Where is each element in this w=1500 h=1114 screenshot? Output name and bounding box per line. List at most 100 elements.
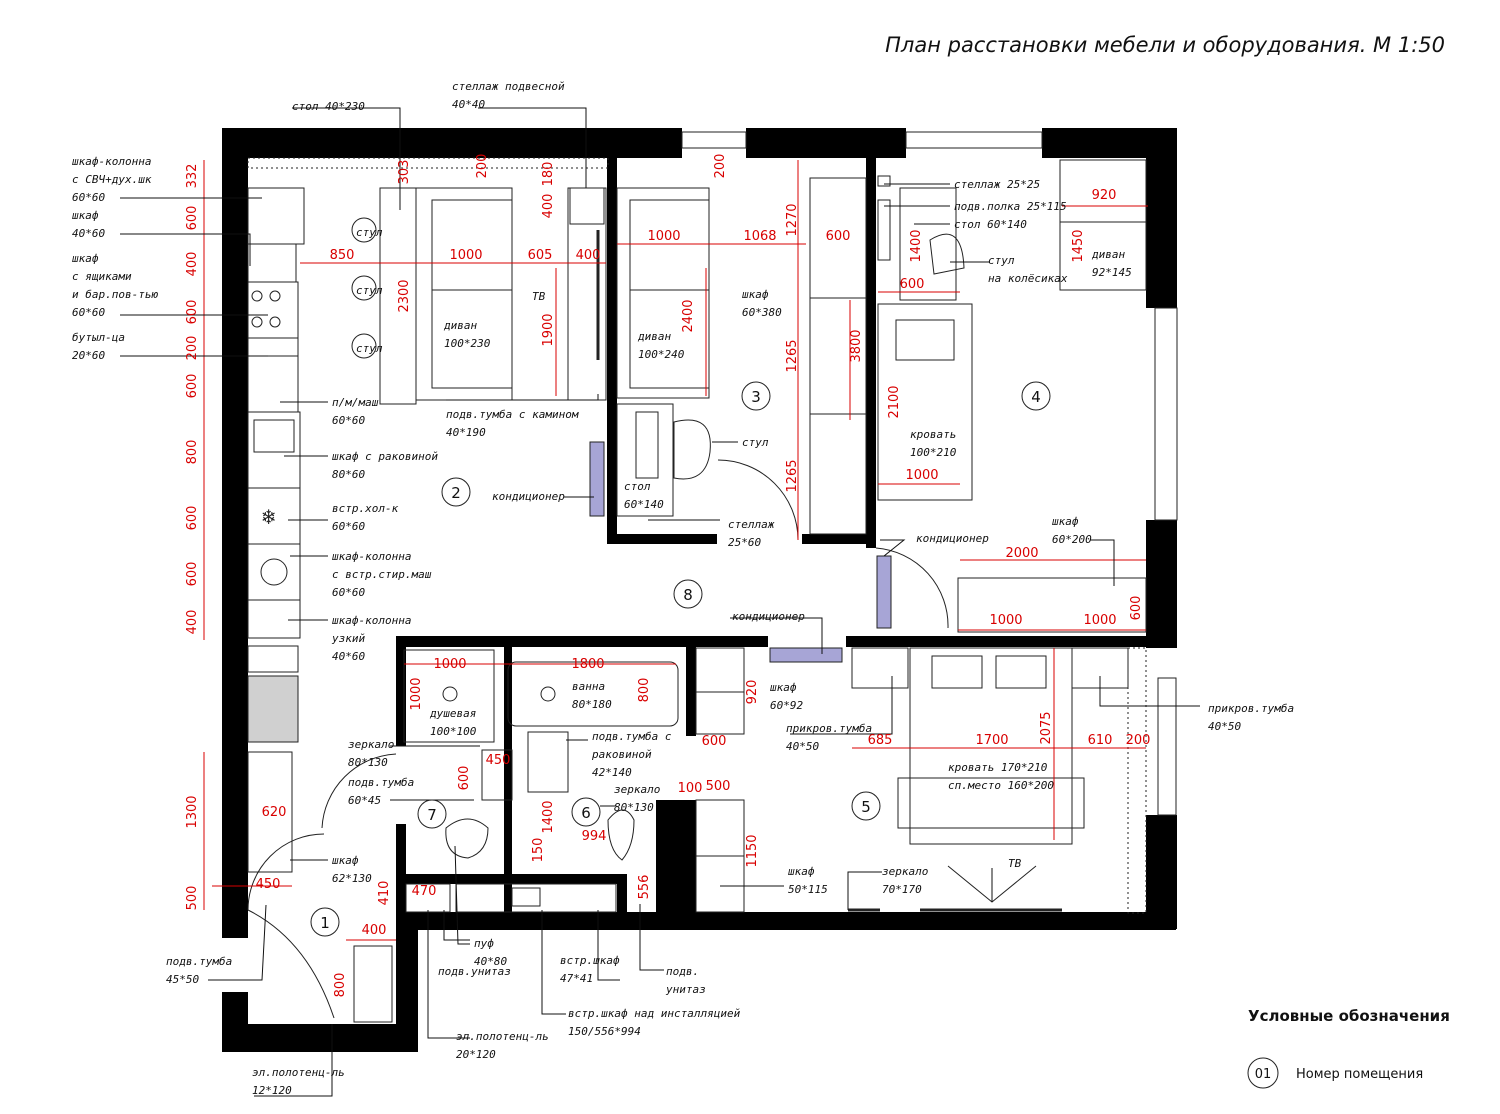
furniture-label-line: шкаф с раковиной (332, 450, 438, 463)
dimension-value: 450 (486, 753, 511, 768)
furniture: ❄ (247, 159, 1147, 1023)
furniture-label-line: стеллаж 25*25 (954, 178, 1040, 191)
dimension-value: 600 (185, 562, 200, 587)
furniture-label-line: с ящиками (72, 270, 132, 283)
furniture-label-line: шкаф (788, 865, 815, 878)
furniture-label: кондиционер (916, 532, 989, 545)
furniture-label-line: 40*80 (474, 955, 507, 968)
furniture-label: стул (356, 342, 383, 355)
dimension-value: 400 (362, 923, 387, 938)
furniture-label-line: зеркало (882, 865, 928, 878)
dimension-value: 1270 (785, 203, 800, 236)
furniture-label-line: 80*180 (572, 698, 612, 711)
furniture-label-line: кровать 170*210 (948, 761, 1048, 774)
furniture-label: стул (742, 436, 769, 449)
furniture-label-line: 20*60 (72, 349, 105, 362)
plan-title: План расстановки мебели и оборудования. … (885, 33, 1445, 57)
furniture-label-line: 60*45 (348, 794, 381, 807)
furniture-label: подв.унитаз (438, 965, 511, 978)
furniture-label-line: ТВ (532, 290, 546, 303)
dimension-value: 1800 (571, 657, 604, 672)
furniture-label-line: стол 60*140 (954, 218, 1027, 231)
dimension-value: 410 (377, 881, 392, 906)
furniture-label-line: 40*40 (452, 98, 485, 111)
room-number: 6 (581, 804, 591, 822)
furniture-label-line: 80*130 (614, 801, 654, 814)
furniture-label-line: кондиционер (916, 532, 989, 545)
dimension-value: 2100 (887, 385, 902, 418)
dimension-value: 850 (330, 248, 355, 263)
furniture-label-line: п/м/маш (332, 396, 379, 409)
furniture-label-line: 45*50 (166, 973, 199, 986)
furniture-label-line: шкаф (770, 681, 797, 694)
conditioner-corridor (769, 647, 843, 663)
furniture-label-line: и бар.пов-тью (72, 288, 158, 301)
dimension-value: 1000 (449, 248, 482, 263)
furniture-label-line: шкаф (72, 209, 99, 222)
furniture-label-line: подв.унитаз (438, 965, 511, 978)
dimension-value: 3800 (849, 329, 864, 362)
furniture-label-line: шкаф (1052, 515, 1079, 528)
dimension-value: 1068 (743, 229, 776, 244)
furniture-label-line: шкаф-колонна (332, 614, 411, 627)
furniture-label-line: 50*115 (788, 883, 828, 896)
dimension-value: 400 (185, 610, 200, 635)
dimension-value: 600 (826, 229, 851, 244)
dimension-value: 920 (745, 680, 760, 705)
furniture-label-line: раковиной (591, 748, 652, 761)
dimension-value: 200 (185, 336, 200, 361)
dimension-value: 1300 (185, 795, 200, 828)
room-number: 5 (861, 798, 871, 816)
furniture-label-line: 47*41 (560, 972, 593, 985)
dimension-lines (203, 160, 1148, 941)
dimension-value: 100 (678, 781, 703, 796)
dimension-value: 610 (1088, 733, 1113, 748)
furniture-label-line: подв.полка 25*115 (954, 200, 1067, 213)
furniture-label-line: стеллаж подвесной (452, 80, 565, 93)
furniture-label-line: встр.хол-к (332, 502, 399, 515)
furniture-label: стул (356, 226, 383, 239)
furniture-label-line: подв. (666, 965, 699, 978)
dimension-value: 600 (185, 374, 200, 399)
dimension-value: 2400 (681, 299, 696, 332)
furniture-label-line: 70*170 (882, 883, 922, 896)
furniture-label-line: унитаз (665, 983, 706, 996)
furniture-label-line: 60*380 (742, 306, 782, 319)
furniture-label-line: шкаф-колонна (332, 550, 411, 563)
furniture-label-line: зеркало (348, 738, 394, 751)
dimension-value: 1900 (541, 313, 556, 346)
dimension-value: 1000 (905, 468, 938, 483)
dimension-value: 1150 (745, 834, 760, 867)
dimension-values: 3326004006002006008006006004001300500303… (185, 154, 1150, 998)
furniture-label-line: 42*140 (592, 766, 632, 779)
svg-text:❄: ❄ (262, 505, 275, 530)
furniture-label-line: стул (356, 342, 383, 355)
legend-sample-number: 01 (1255, 1067, 1272, 1082)
furniture-label-line: 40*60 (332, 650, 365, 663)
furniture-label-line: 60*200 (1052, 533, 1092, 546)
furniture-label-line: 80*130 (348, 756, 388, 769)
legend: Условные обозначения 01 Номер помещения (1247, 1007, 1450, 1089)
dimension-value: 150 (531, 838, 546, 863)
furniture-label: ТВ (1008, 857, 1022, 870)
furniture-label-line: стул (356, 226, 383, 239)
furniture-label-line: диван (443, 319, 477, 332)
furniture-label-line: стул (356, 284, 383, 297)
dimension-value: 600 (900, 277, 925, 292)
dimension-value: 2075 (1039, 711, 1054, 744)
furniture-label-line: подв.тумба (348, 776, 414, 789)
dimension-value: 800 (637, 678, 652, 703)
dimension-value: 556 (637, 875, 652, 900)
dimension-value: 332 (185, 164, 200, 189)
furniture-label-line: кондиционер (732, 610, 805, 623)
